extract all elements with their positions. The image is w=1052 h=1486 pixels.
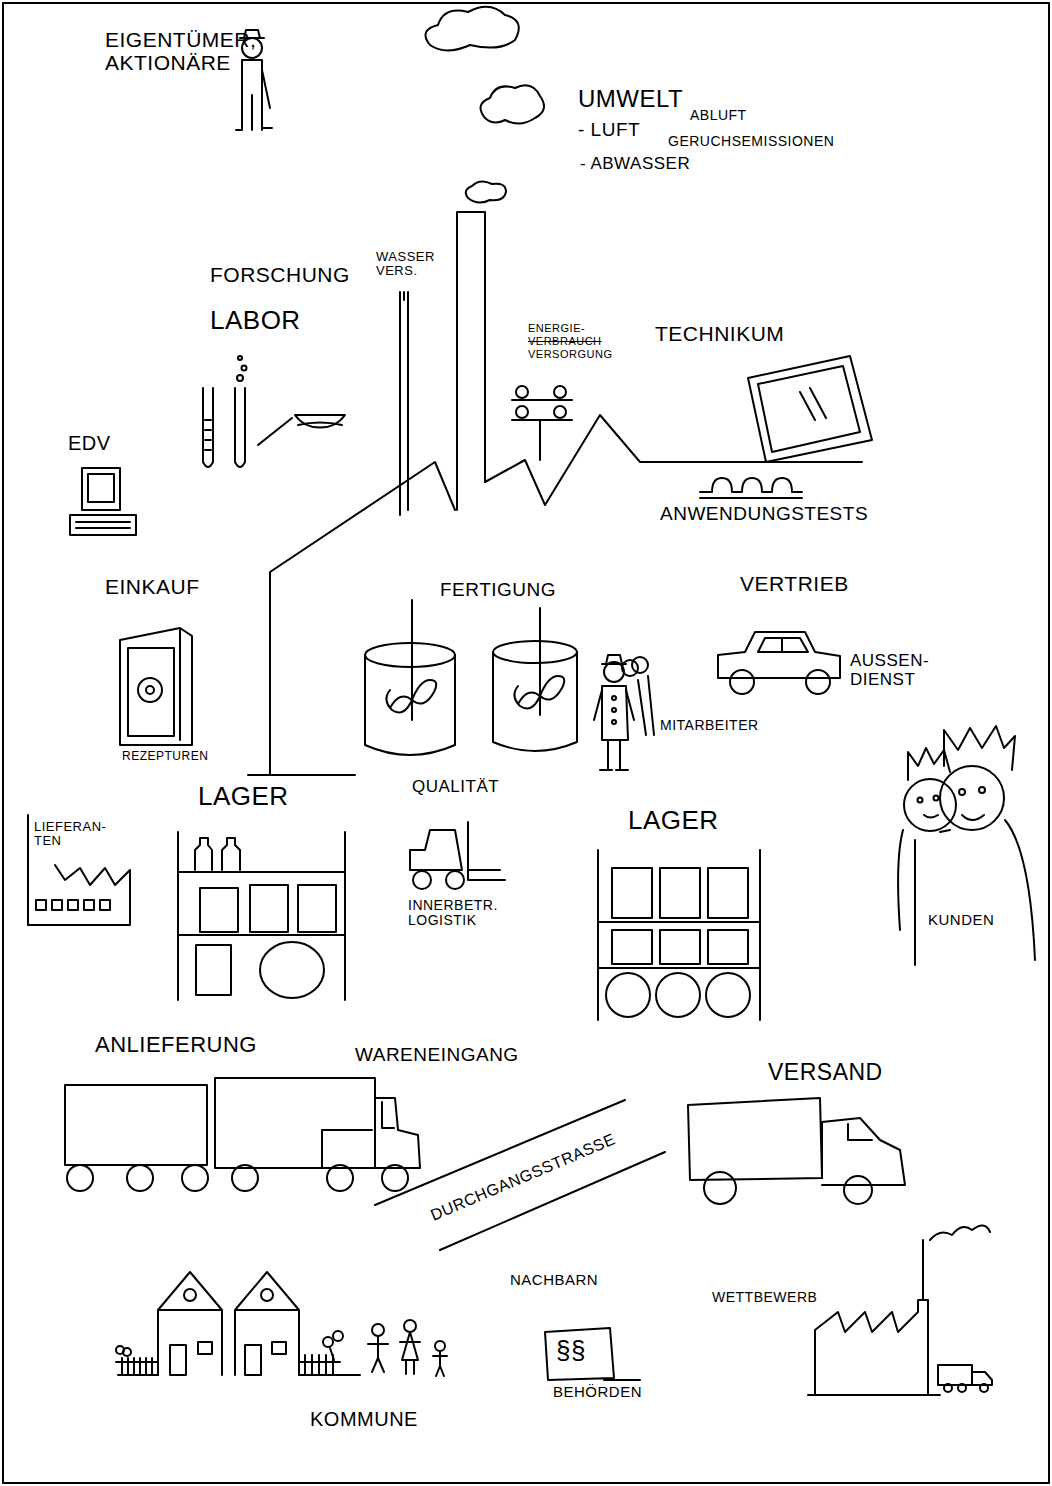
authority-sign — [545, 1328, 640, 1380]
warehouse-shelf — [178, 832, 345, 1000]
label: DURCHGANGSSTRASSE — [428, 1130, 618, 1224]
label: ANWENDUNGSTESTS — [660, 504, 868, 525]
label: KUNDEN — [928, 912, 994, 929]
label: - LUFT — [578, 120, 640, 141]
label: WARENEINGANG — [355, 1045, 519, 1066]
label: NACHBARN — [510, 1272, 598, 1289]
label: LAGER — [198, 782, 289, 811]
warehouse-shelf — [598, 850, 760, 1020]
supplier-factory — [28, 815, 130, 925]
label: LAGER — [628, 806, 719, 835]
label: FERTIGUNG — [440, 580, 556, 601]
factory-floor — [248, 774, 355, 776]
forklift — [410, 822, 505, 889]
label: EINKAUF — [105, 575, 200, 598]
label: - ABWASSER — [580, 155, 690, 174]
label: VERSAND — [768, 1060, 883, 1085]
safe-icon — [120, 628, 192, 745]
shipping-truck — [688, 1098, 905, 1204]
label: LIEFERAN- TEN — [34, 820, 106, 849]
label: EDV — [68, 432, 111, 454]
label: MITARBEITER — [660, 718, 759, 733]
delivery-truck — [65, 1078, 420, 1191]
label: TECHNIKUM — [655, 322, 784, 345]
label: FORSCHUNG — [210, 263, 350, 286]
label: BEHÖRDEN — [553, 1384, 642, 1401]
label: KOMMUNE — [310, 1408, 418, 1430]
label: LABOR — [210, 306, 301, 335]
factory-outline — [270, 415, 862, 775]
label: AUSSEN- DIENST — [850, 652, 929, 689]
cloud — [426, 7, 519, 51]
label: UMWELT — [578, 86, 683, 112]
worker-figures — [594, 655, 654, 770]
neighbour-houses — [116, 1272, 360, 1375]
label: VERTRIEB — [740, 572, 849, 595]
computer-icon — [70, 468, 136, 535]
label: EIGENTÜMER, AKTIONÄRE — [105, 28, 256, 74]
label: WASSER VERS. — [376, 250, 435, 279]
label: VERBRAUCH — [528, 335, 602, 347]
cloud — [466, 181, 506, 202]
reactor-tanks — [365, 600, 577, 755]
label: QUALITÄT — [412, 778, 499, 797]
label: ANLIEFERUNG — [95, 1033, 257, 1057]
road-edge — [375, 1100, 665, 1250]
sales-car — [718, 632, 840, 694]
label: ENERGIE- — [528, 322, 585, 334]
chimney — [457, 212, 485, 510]
cloud — [481, 85, 544, 123]
customer-figures — [898, 726, 1035, 965]
label: §§ — [556, 1336, 586, 1365]
energy-symbol — [512, 386, 572, 460]
label: INNERBETR. LOGISTIK — [408, 898, 498, 929]
label: VERSORGUNG — [528, 348, 612, 360]
neighbour-people — [368, 1320, 447, 1376]
competitor-factory — [808, 1225, 992, 1395]
label: ABLUFT — [690, 108, 747, 123]
lab-glassware — [203, 356, 345, 467]
water-pipe — [400, 292, 408, 515]
page-frame — [3, 3, 1049, 1483]
pilot-plant-panel — [700, 356, 872, 498]
label: REZEPTUREN — [122, 750, 208, 763]
label: WETTBEWERB — [712, 1290, 817, 1305]
label: GERUCHSEMISSIONEN — [668, 134, 834, 149]
